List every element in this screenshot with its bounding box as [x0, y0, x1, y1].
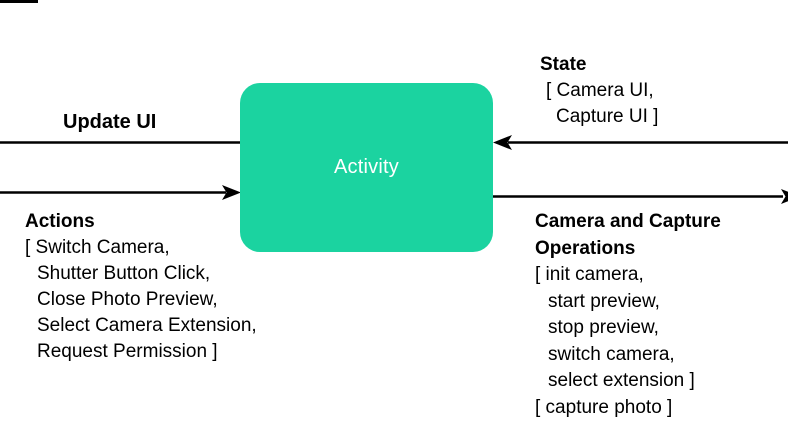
actions-line: Shutter Button Click,	[37, 263, 211, 284]
activity-node: Activity	[240, 83, 493, 252]
state-title: State	[540, 54, 587, 75]
cropped-edge-artifact	[0, 0, 38, 3]
state-line: [ Camera UI,	[546, 80, 654, 101]
camera-ops-line: stop preview,	[548, 317, 659, 338]
activity-node-label: Activity	[334, 156, 399, 178]
camera-ops-line: [ capture photo ]	[535, 396, 673, 418]
actions-line: Close Photo Preview,	[37, 289, 218, 310]
state-edge-label: State [ Camera UI, Capture UI ]	[540, 52, 658, 130]
actions-line: [ Switch Camera,	[25, 237, 170, 258]
state-arrow	[493, 135, 788, 150]
update-ui-edge-label: Update UI	[63, 111, 157, 133]
camera-ops-line: [ init camera,	[535, 264, 644, 285]
camera-ops-title-line2: Operations	[535, 237, 636, 259]
camera-ops-line: switch camera,	[548, 343, 675, 365]
camera-ops-arrow	[493, 189, 788, 204]
camera-ops-line: start preview,	[548, 290, 660, 312]
actions-line: Select Camera Extension,	[37, 315, 257, 336]
camera-ops-edge-label: Camera and Capture Operations [ init cam…	[535, 209, 721, 421]
actions-title: Actions	[25, 211, 95, 232]
camera-ops-title-line1: Camera and Capture	[535, 211, 721, 232]
actions-line: Request Permission ]	[37, 341, 218, 362]
camera-ops-line: select extension ]	[548, 370, 695, 391]
actions-edge-label: Actions [ Switch Camera, Shutter Button …	[25, 209, 257, 365]
state-line: Capture UI ]	[556, 106, 659, 127]
actions-arrow	[0, 185, 241, 200]
